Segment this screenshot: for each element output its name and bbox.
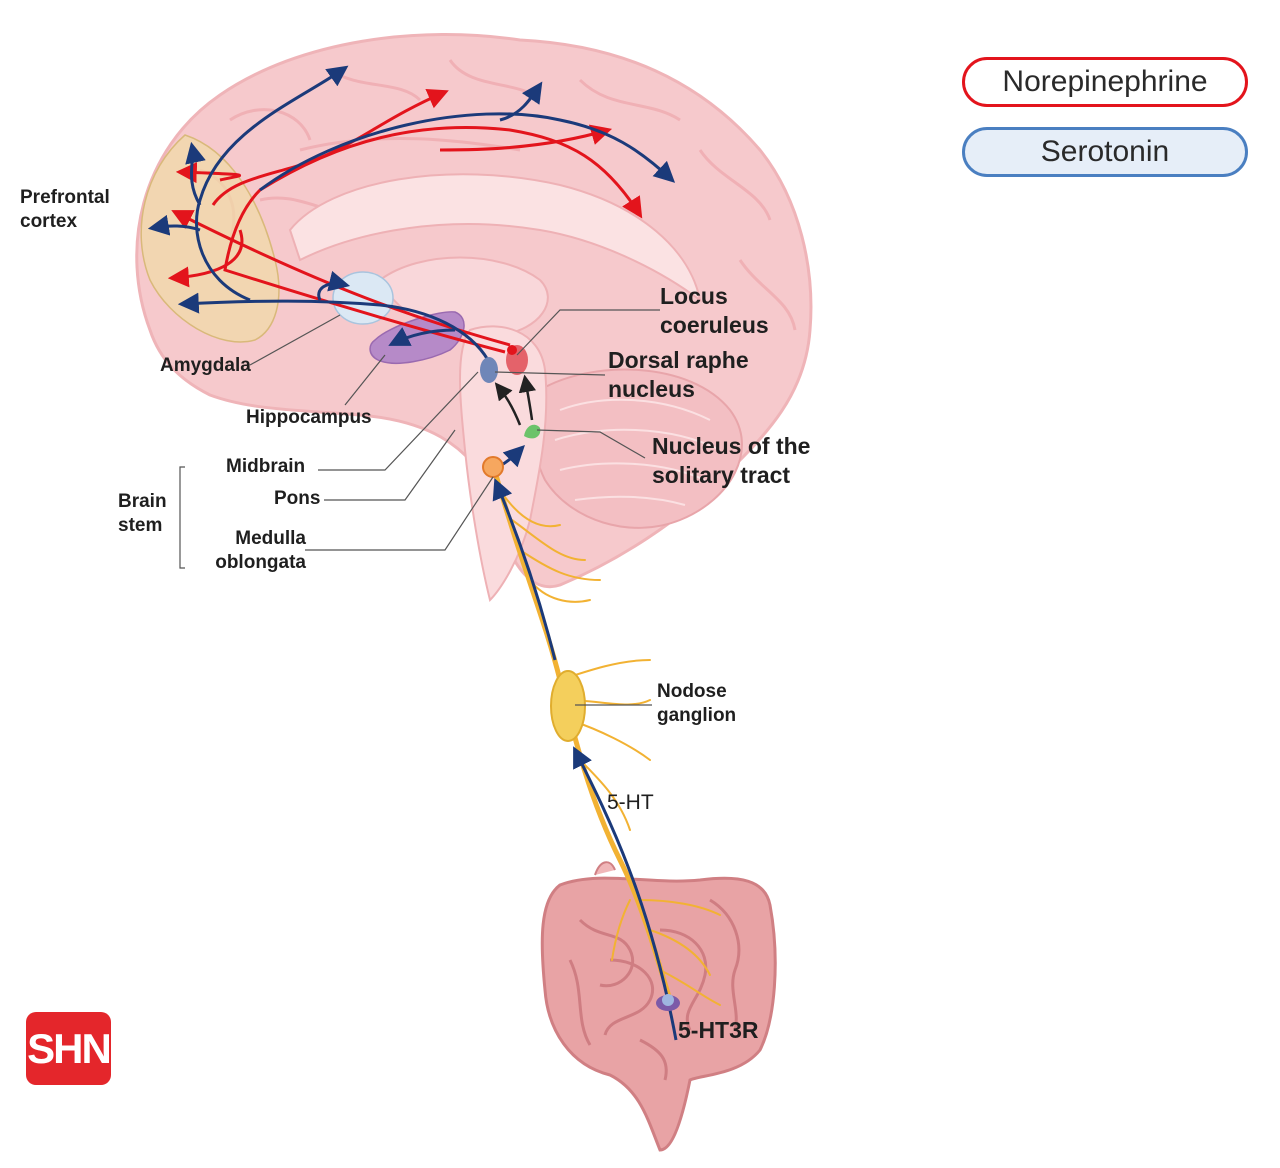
brain-stem-label: Brain stem [118, 491, 167, 537]
medulla-neuron [482, 456, 504, 478]
five-ht3r-label: 5-HT3R [678, 1017, 759, 1043]
nts-projections [494, 374, 537, 426]
leader-lines [179, 309, 660, 706]
corpus-callosum [288, 173, 702, 303]
shn-logo: SHN [26, 1012, 112, 1085]
pons-label: Pons [274, 488, 321, 509]
nucleus-solitary-tract-label: Nucleus of the solitary tract [652, 433, 811, 488]
5-ht3r-receptor [656, 994, 680, 1011]
prefrontal-cortex-label: Prefrontal cortex [20, 187, 110, 233]
nts-shape [524, 424, 541, 439]
serotonin-pathways [147, 65, 678, 1041]
hippocampus-label: Hippocampus [246, 407, 372, 428]
dorsal-raphe-shape [480, 357, 498, 383]
intestines [540, 861, 777, 1152]
nodose-ganglion-label: Nodose ganglion [657, 681, 737, 727]
locus-coeruleus-label: Locus coeruleus [660, 283, 769, 338]
legend-norepinephrine: Norepinephrine [962, 57, 1248, 107]
five-ht-label: 5-HT [607, 791, 654, 814]
nodose-ganglion-shape [550, 670, 586, 742]
midbrain-label: Midbrain [226, 456, 306, 477]
amygdala-label: Amygdala [160, 355, 251, 376]
locus-coeruleus-dot [507, 345, 517, 355]
cerebellum-lines [554, 398, 721, 506]
prefrontal-region [140, 134, 280, 343]
dorsal-raphe-nucleus-label: Dorsal raphe nucleus [608, 347, 749, 402]
medulla-oblongata-label: Medulla oblongata [215, 528, 306, 574]
legend-serotonin: Serotonin [962, 127, 1248, 177]
